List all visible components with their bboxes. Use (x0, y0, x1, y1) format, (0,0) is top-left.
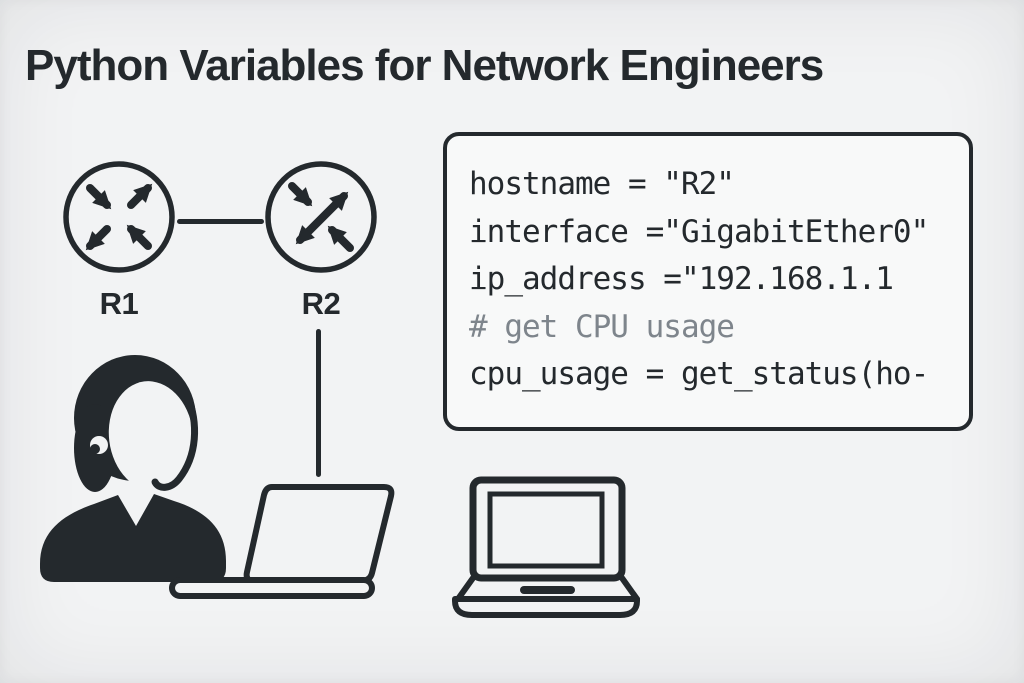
code-line: interface ="GigabitEther0" (469, 213, 929, 250)
code-line: hostname = "R2" (469, 166, 735, 202)
laptop-icon (452, 476, 640, 618)
r2-laptop-link-line (316, 329, 321, 477)
code-comment-line: # get CPU usage (469, 308, 735, 345)
router-icon (63, 161, 175, 273)
code-line: cpu_usage = get_status(ho- (469, 356, 929, 392)
open-laptop-icon (169, 484, 395, 599)
network-engineer-icon (40, 355, 226, 582)
code-panel: hostname = "R2" interface ="GigabitEther… (443, 132, 973, 431)
router-r1-label: R1 (99, 286, 139, 321)
router-icon (265, 161, 377, 273)
router-r2-label: R2 (301, 286, 341, 321)
r1-r2-link-line (177, 219, 264, 224)
page-title: Python Variables for Network Engineers (25, 41, 824, 90)
code-line: ip_address ="192.168.1.1 (469, 261, 894, 297)
